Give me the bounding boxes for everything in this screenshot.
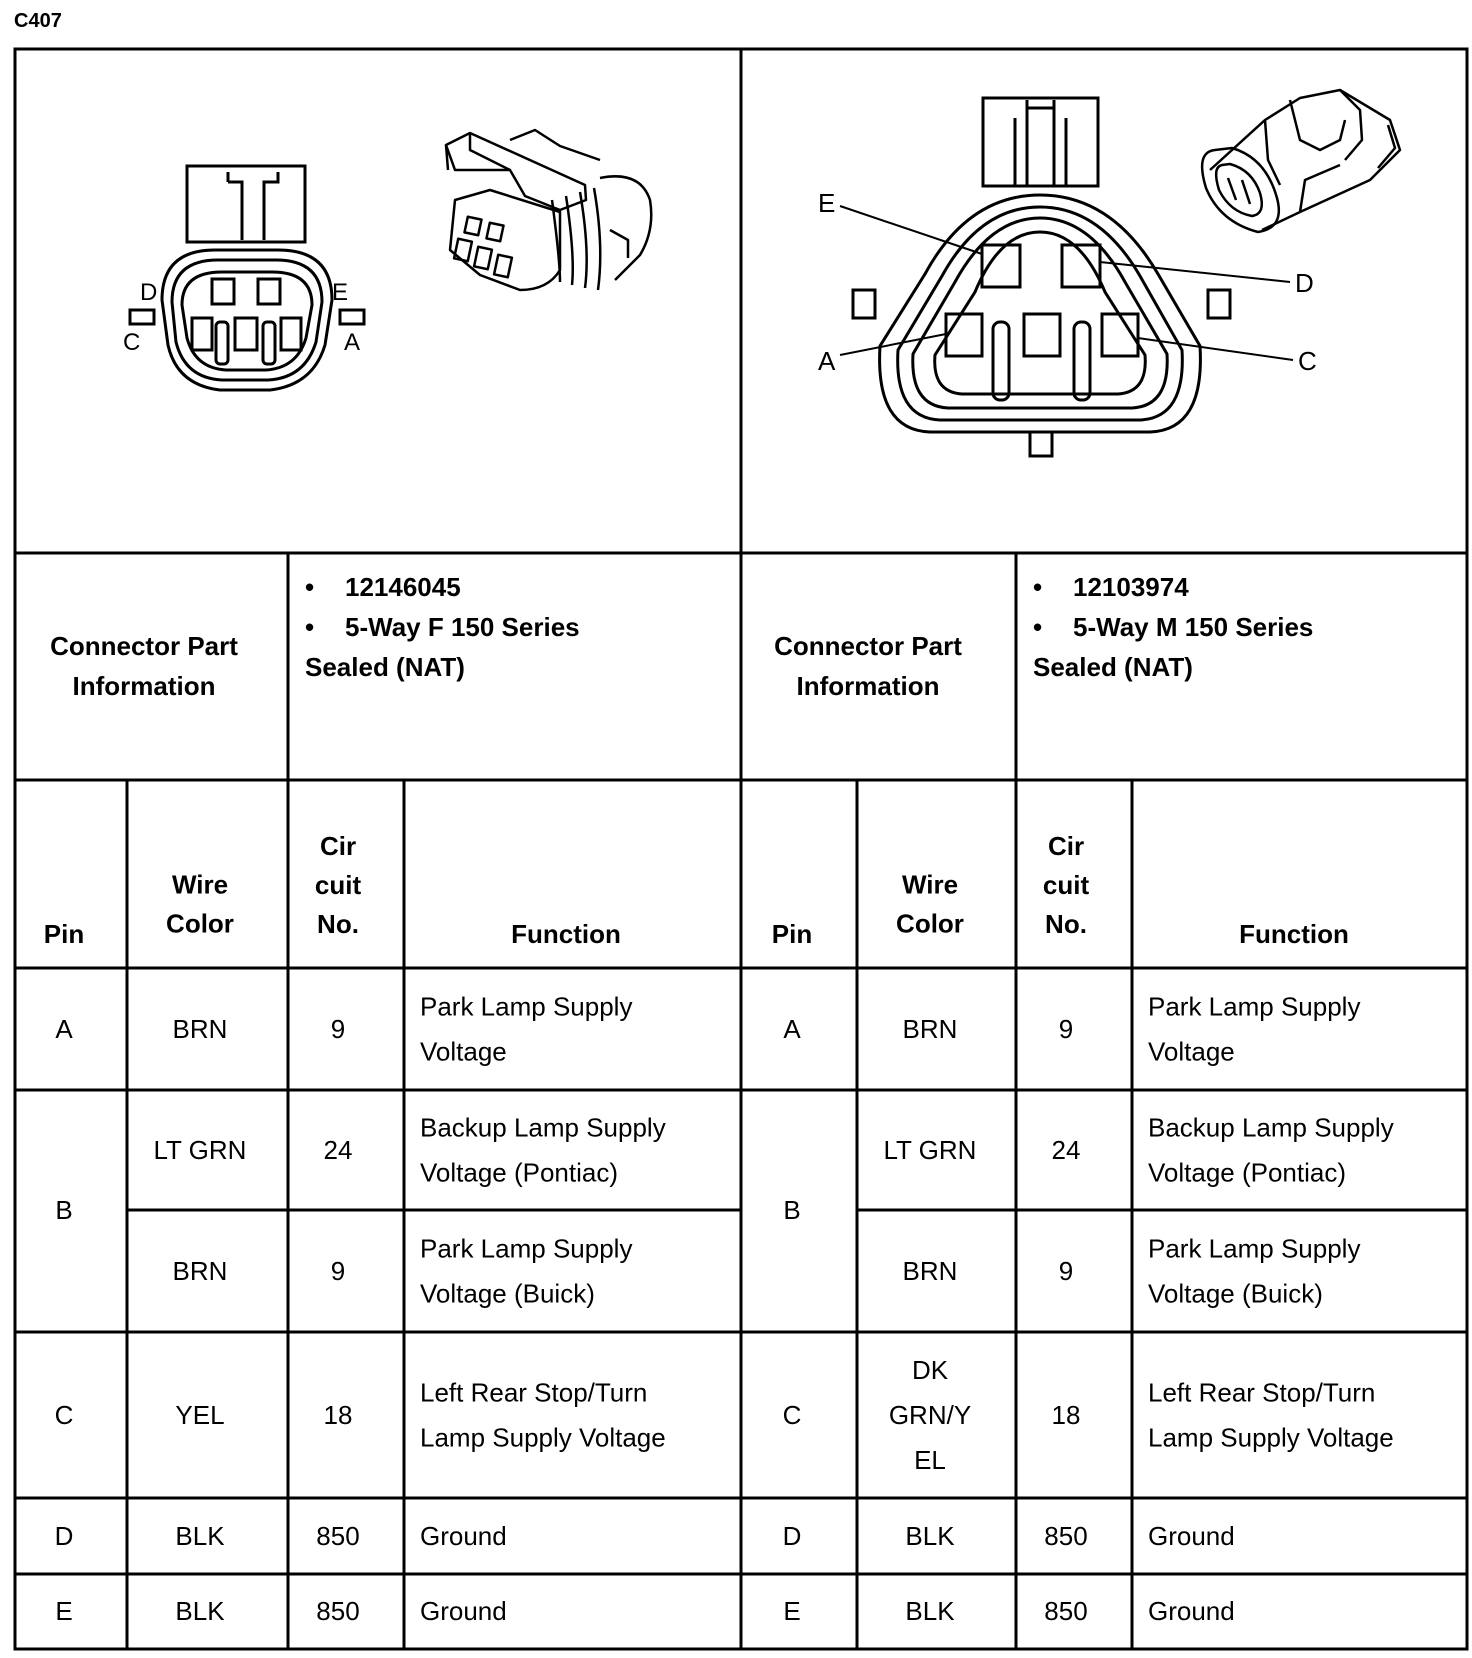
col-header-circuit: Cir — [1048, 831, 1084, 861]
function-text: Left Rear Stop/Turn — [1148, 1378, 1375, 1408]
function-text: Ground — [1148, 1596, 1235, 1626]
function-text: Ground — [420, 1596, 507, 1626]
bullet-icon: • — [305, 572, 314, 602]
wire-color: BLK — [905, 1521, 955, 1551]
bullet-icon: • — [1033, 612, 1042, 642]
col-header-function: Function — [511, 919, 621, 949]
circuit-number: 9 — [331, 1014, 345, 1044]
function-text: Park Lamp Supply — [1148, 992, 1360, 1022]
circuit-number: 24 — [324, 1135, 353, 1165]
bullet-icon: • — [305, 612, 314, 642]
table-grid — [13, 47, 1469, 1651]
function-text: Lamp Supply Voltage — [420, 1423, 666, 1453]
function-text: Left Rear Stop/Turn — [420, 1378, 647, 1408]
function-text: Park Lamp Supply — [420, 992, 632, 1022]
wire-color: BRN — [903, 1014, 958, 1044]
wire-color: BRN — [173, 1014, 228, 1044]
function-text: Voltage (Buick) — [1148, 1279, 1323, 1309]
male-connector-face — [839, 96, 1294, 458]
pin-id: D — [783, 1521, 802, 1551]
col-header-circuit: No. — [317, 909, 359, 939]
col-header-circuit: Cir — [320, 831, 356, 861]
part-seal: Sealed (NAT) — [1033, 652, 1193, 682]
wire-color: BLK — [905, 1596, 955, 1626]
pin-id: E — [55, 1596, 72, 1626]
pin-id: C — [783, 1400, 802, 1430]
wire-color: GRN/Y — [889, 1400, 971, 1430]
pin-label-d: D — [140, 279, 157, 306]
pin-id: B — [55, 1195, 72, 1225]
function-text: Voltage — [420, 1037, 507, 1067]
function-text: Park Lamp Supply — [420, 1234, 632, 1264]
function-text: Voltage (Buick) — [420, 1279, 595, 1309]
circuit-number: 24 — [1052, 1135, 1081, 1165]
part-number: 12146045 — [345, 572, 461, 602]
pin-id: A — [55, 1014, 73, 1044]
wire-color: BRN — [173, 1256, 228, 1286]
circuit-number: 18 — [324, 1400, 353, 1430]
pin-label-c: C — [1298, 346, 1317, 376]
col-header-wire-color: Color — [896, 909, 964, 939]
col-header-wire-color: Wire — [172, 870, 228, 900]
part-info-label: Connector Part — [774, 631, 962, 661]
wire-color: DK — [912, 1355, 949, 1385]
function-text: Lamp Supply Voltage — [1148, 1423, 1394, 1453]
circuit-number: 850 — [316, 1521, 359, 1551]
pin-label-a: A — [344, 329, 360, 356]
pin-id: A — [783, 1014, 801, 1044]
part-series: 5-Way M 150 Series — [1073, 612, 1313, 642]
wire-color: LT GRN — [884, 1135, 977, 1165]
col-header-pin: Pin — [44, 919, 84, 949]
bullet-icon: • — [1033, 572, 1042, 602]
wire-color: LT GRN — [154, 1135, 247, 1165]
pin-label-e: E — [818, 188, 835, 218]
col-header-circuit: cuit — [1043, 870, 1090, 900]
circuit-number: 850 — [1044, 1596, 1087, 1626]
col-header-wire-color: Wire — [902, 870, 958, 900]
function-text: Park Lamp Supply — [1148, 1234, 1360, 1264]
pin-id: D — [55, 1521, 74, 1551]
col-header-circuit: cuit — [315, 870, 362, 900]
part-number: 12103974 — [1073, 572, 1189, 602]
function-text: Ground — [1148, 1521, 1235, 1551]
part-series: 5-Way F 150 Series — [345, 612, 580, 642]
part-info-label: Connector Part — [50, 631, 238, 661]
pin-label-c: C — [123, 329, 140, 356]
col-header-circuit: No. — [1045, 909, 1087, 939]
function-text: Backup Lamp Supply — [420, 1113, 666, 1143]
function-text: Backup Lamp Supply — [1148, 1113, 1394, 1143]
circuit-number: 9 — [1059, 1256, 1073, 1286]
col-header-pin: Pin — [772, 919, 812, 949]
part-info-label: Information — [797, 671, 940, 701]
wire-color: BLK — [175, 1521, 225, 1551]
female-connector-face — [128, 164, 366, 392]
pin-label-e: E — [332, 279, 348, 306]
part-info-label: Information — [73, 671, 216, 701]
circuit-number: 850 — [1044, 1521, 1087, 1551]
page-title: C407 — [14, 10, 62, 32]
pin-id: B — [783, 1195, 800, 1225]
female-connector-isometric — [444, 128, 653, 292]
wire-color: EL — [914, 1445, 946, 1475]
function-text: Ground — [420, 1521, 507, 1551]
wire-color: BLK — [175, 1596, 225, 1626]
function-text: Voltage (Pontiac) — [1148, 1158, 1346, 1188]
pin-id: C — [55, 1400, 74, 1430]
pin-id: E — [783, 1596, 800, 1626]
function-text: Voltage — [1148, 1037, 1235, 1067]
circuit-number: 9 — [331, 1256, 345, 1286]
pin-label-a: A — [818, 346, 836, 376]
wire-color: YEL — [175, 1400, 224, 1430]
pin-label-d: D — [1295, 268, 1314, 298]
col-header-function: Function — [1239, 919, 1349, 949]
col-header-wire-color: Color — [166, 909, 234, 939]
part-seal: Sealed (NAT) — [305, 652, 465, 682]
male-connector-isometric — [1200, 88, 1402, 234]
function-text: Voltage (Pontiac) — [420, 1158, 618, 1188]
circuit-number: 18 — [1052, 1400, 1081, 1430]
circuit-number: 9 — [1059, 1014, 1073, 1044]
circuit-number: 850 — [316, 1596, 359, 1626]
wire-color: BRN — [903, 1256, 958, 1286]
